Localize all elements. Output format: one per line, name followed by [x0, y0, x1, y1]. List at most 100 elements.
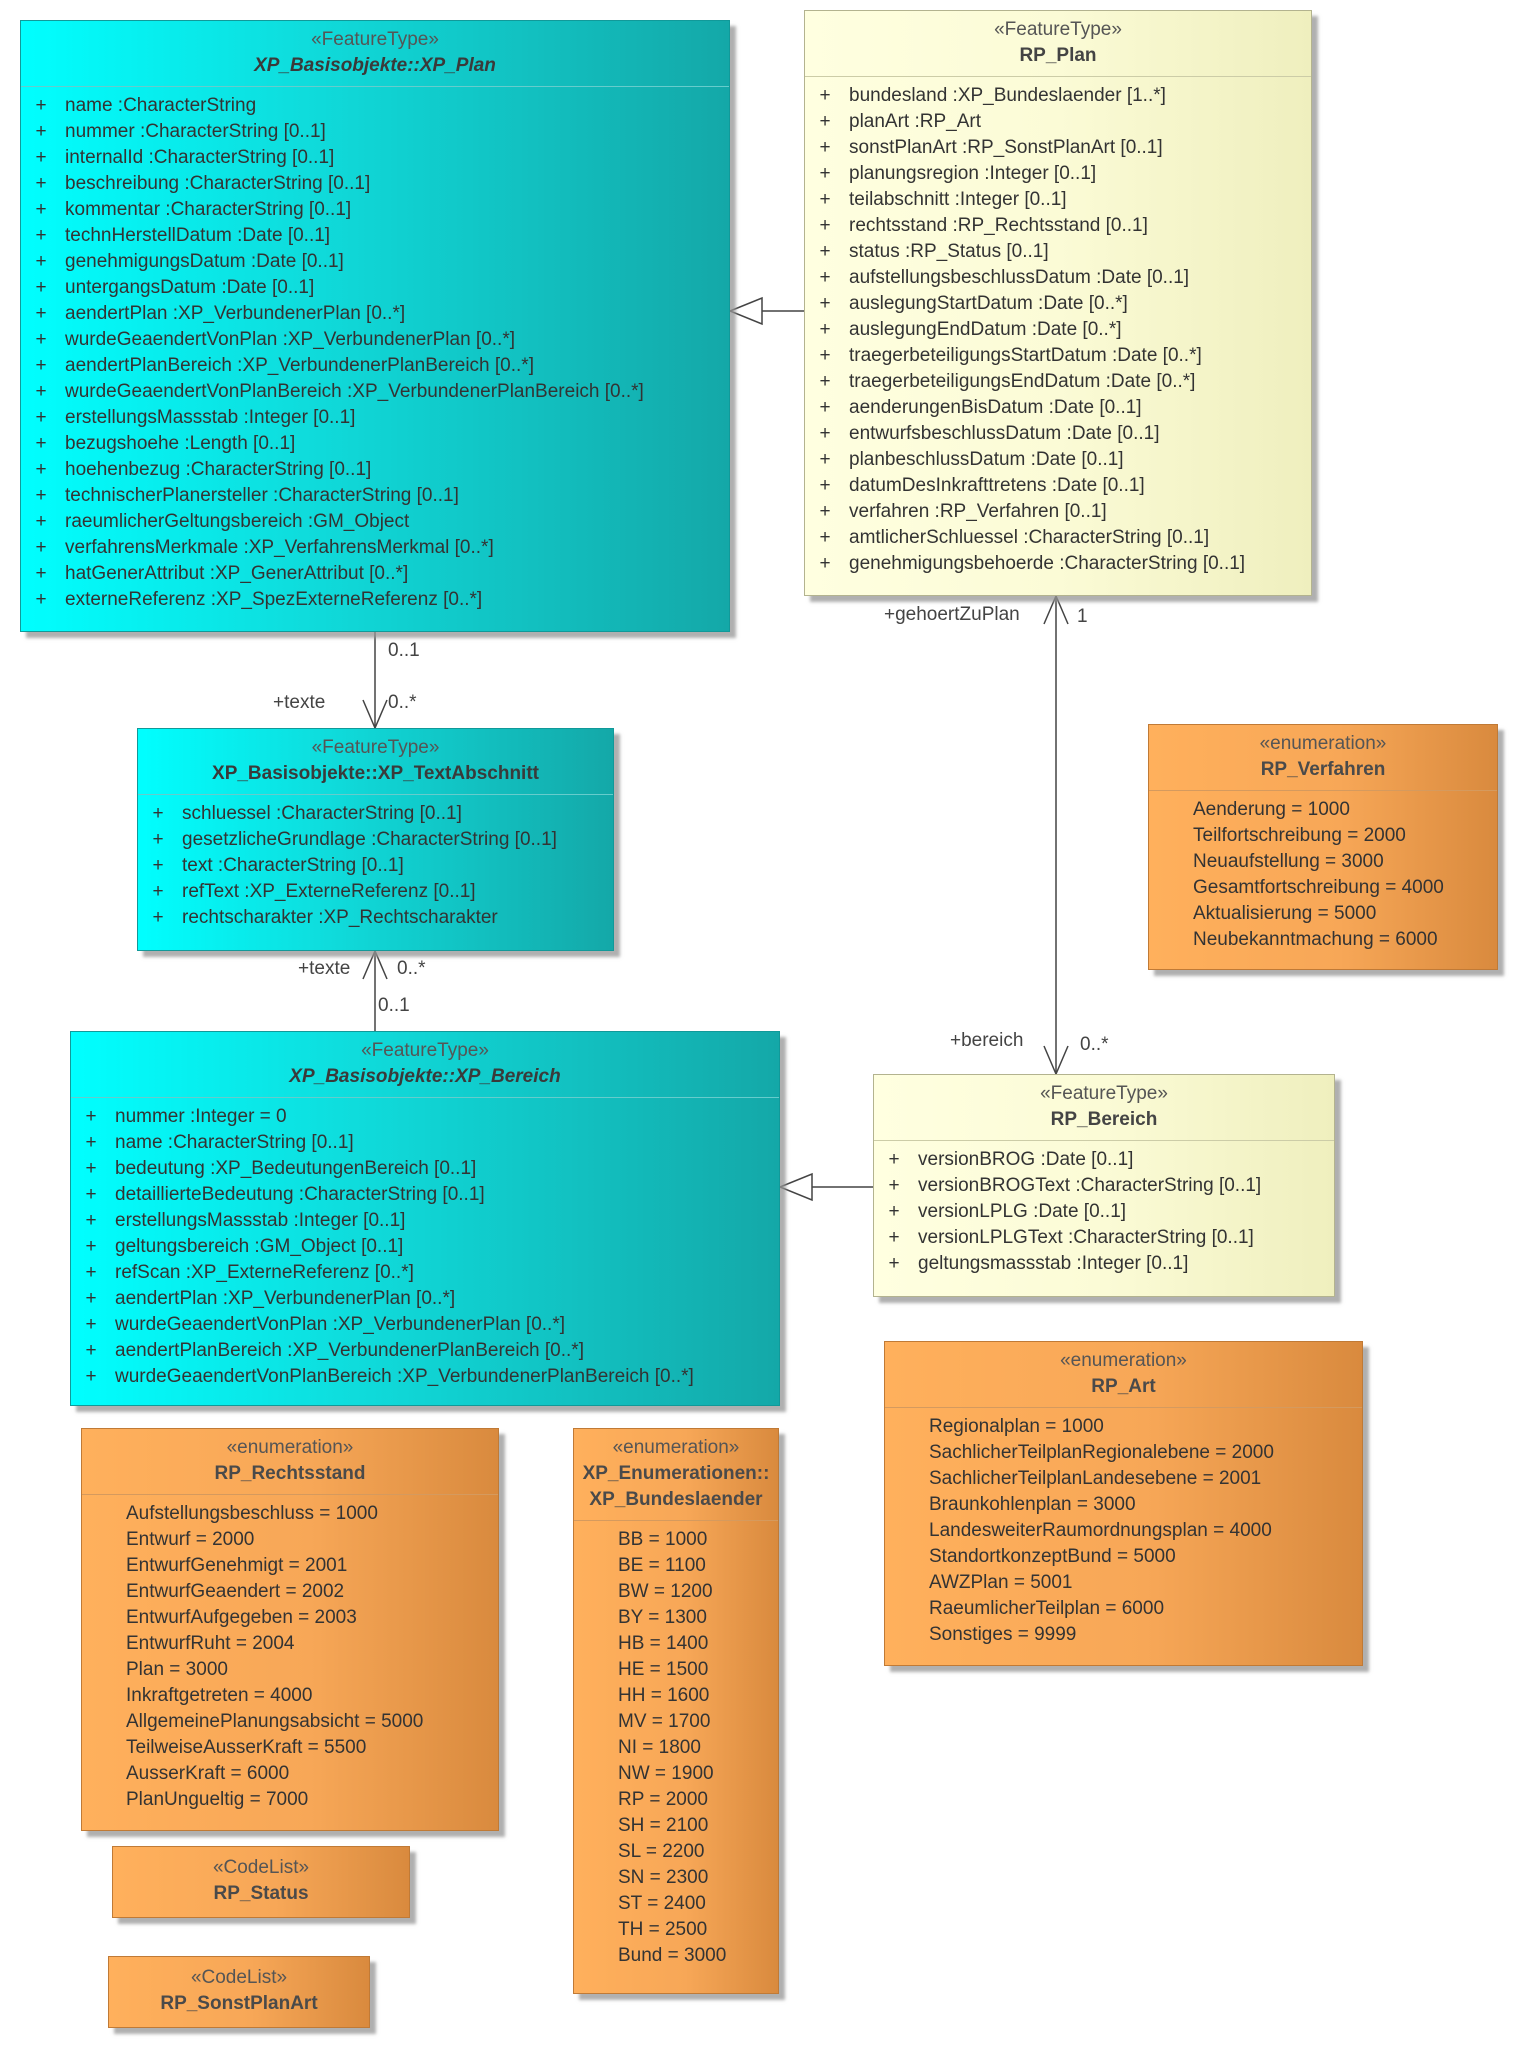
- codelist-rp-sonstplanart[interactable]: «CodeList» RP_SonstPlanArt: [108, 1956, 370, 2028]
- enum-literal: HH = 1600: [618, 1685, 710, 1706]
- enum-name: RP_Rechtsstand: [214, 1463, 366, 1484]
- attribute-row: +nummer :Integer = 0: [85, 1106, 287, 1127]
- enum-literal: NW = 1900: [618, 1763, 714, 1784]
- attribute-row: +datumDesInkrafttretens :Date [0..1]: [819, 475, 1145, 496]
- attribute-row: +versionBROGText :CharacterString [0..1]: [888, 1175, 1262, 1196]
- enum-literal: SH = 2100: [618, 1815, 709, 1836]
- enum-literal: EntwurfRuht = 2004: [126, 1633, 295, 1654]
- attribute-row: +planbeschlussDatum :Date [0..1]: [819, 449, 1124, 470]
- attribute-row: +refScan :XP_ExterneReferenz [0..*]: [85, 1262, 414, 1283]
- enum-literal: Sonstiges = 9999: [929, 1624, 1077, 1645]
- association-bereich-texte: [362, 949, 388, 1031]
- class-xp-textabschnitt[interactable]: «FeatureType» XP_Basisobjekte::XP_TextAb…: [137, 728, 614, 951]
- attribute-row: +sonstPlanArt :RP_SonstPlanArt [0..1]: [819, 137, 1163, 158]
- attribute-row: +planungsregion :Integer [0..1]: [819, 163, 1097, 184]
- attribute-row: +genehmigungsDatum :Date [0..1]: [35, 251, 344, 272]
- stereotype-label: «FeatureType»: [1040, 1083, 1168, 1104]
- enum-literal: MV = 1700: [618, 1711, 711, 1732]
- enum-name: RP_Art: [1091, 1376, 1156, 1397]
- stereotype-label: «CodeList»: [190, 1967, 288, 1988]
- attribute-row: +kommentar :CharacterString [0..1]: [35, 199, 352, 220]
- enum-rp-verfahren[interactable]: «enumeration» RP_Verfahren Aenderung = 1…: [1148, 724, 1498, 970]
- stereotype-label: «enumeration»: [1259, 733, 1387, 754]
- literal-list: BB = 1000 BE = 1100 BW = 1200 BY = 1300 …: [574, 1520, 778, 1973]
- enum-xp-bundeslaender[interactable]: «enumeration» XP_Enumerationen:: XP_Bund…: [573, 1428, 779, 1994]
- enum-literal: AWZPlan = 5001: [929, 1572, 1073, 1593]
- class-rp-bereich[interactable]: «FeatureType» RP_Bereich +versionBROG :D…: [873, 1074, 1335, 1297]
- attribute-row: +aendertPlanBereich :XP_VerbundenerPlanB…: [85, 1340, 584, 1361]
- attribute-row: +erstellungsMassstab :Integer [0..1]: [35, 407, 356, 428]
- enum-literal: SachlicherTeilplanRegionalebene = 2000: [929, 1442, 1274, 1463]
- stereotype-label: «FeatureType»: [994, 19, 1122, 40]
- attribute-row: +verfahren :RP_Verfahren [0..1]: [819, 501, 1107, 522]
- attribute-row: +verfahrensMerkmale :XP_VerfahrensMerkma…: [35, 537, 494, 558]
- attribute-row: +gesetzlicheGrundlage :CharacterString […: [152, 829, 557, 850]
- attribute-row: +aendertPlan :XP_VerbundenerPlan [0..*]: [35, 303, 406, 324]
- generalization-rp-bereich-to-xp-bereich: [778, 1172, 873, 1202]
- stereotype-label: «enumeration»: [612, 1437, 740, 1458]
- attribute-row: +aufstellungsbeschlussDatum :Date [0..1]: [819, 267, 1190, 288]
- attribute-row: +auslegungEndDatum :Date [0..*]: [819, 319, 1122, 340]
- enum-literal: RP = 2000: [618, 1789, 708, 1810]
- attribute-row: +versionLPLG :Date [0..1]: [888, 1201, 1127, 1222]
- attribute-row: +internalId :CharacterString [0..1]: [35, 147, 335, 168]
- enum-literal: Entwurf = 2000: [126, 1529, 255, 1550]
- enum-rp-rechtsstand[interactable]: «enumeration» RP_Rechtsstand Aufstellung…: [81, 1428, 499, 1831]
- attribute-row: +bundesland :XP_Bundeslaender [1..*]: [819, 85, 1166, 106]
- enum-literal: PlanUngueltig = 7000: [126, 1789, 309, 1810]
- role-label-plan-texte: +texte: [273, 692, 326, 713]
- attribute-row: +teilabschnitt :Integer [0..1]: [819, 189, 1067, 210]
- attribute-row: +bedeutung :XP_BedeutungenBereich [0..1]: [85, 1158, 477, 1179]
- attribute-row: +hoehenbezug :CharacterString [0..1]: [35, 459, 372, 480]
- stereotype-label: «FeatureType»: [311, 29, 439, 50]
- generalization-rp-plan-to-xp-plan: [728, 296, 804, 326]
- class-xp-plan[interactable]: «FeatureType» XP_Basisobjekte::XP_Plan +…: [20, 20, 730, 632]
- attribute-row: +technHerstellDatum :Date [0..1]: [35, 225, 331, 246]
- role-label-bereich-texte: +texte: [298, 958, 351, 979]
- enum-literal: Aufstellungsbeschluss = 1000: [126, 1503, 378, 1524]
- enum-literal: Inkraftgetreten = 4000: [126, 1685, 313, 1706]
- enum-name-line1: XP_Enumerationen::: [582, 1463, 770, 1484]
- attribute-list: +bundesland :XP_Bundeslaender [1..*] +pl…: [805, 76, 1311, 581]
- codelist-rp-status[interactable]: «CodeList» RP_Status: [112, 1846, 410, 1918]
- enum-name-line2: XP_Bundeslaender: [589, 1489, 763, 1510]
- class-name: XP_Basisobjekte::XP_Bereich: [289, 1066, 561, 1087]
- enum-literal: HE = 1500: [618, 1659, 709, 1680]
- class-xp-bereich[interactable]: «FeatureType» XP_Basisobjekte::XP_Bereic…: [70, 1031, 780, 1406]
- attribute-row: +aendertPlan :XP_VerbundenerPlan [0..*]: [85, 1288, 456, 1309]
- enum-literal: HB = 1400: [618, 1633, 709, 1654]
- enum-name: RP_Verfahren: [1260, 759, 1386, 780]
- class-rp-plan[interactable]: «FeatureType» RP_Plan +bundesland :XP_Bu…: [804, 10, 1312, 596]
- attribute-row: +versionLPLGText :CharacterString [0..1]: [888, 1227, 1254, 1248]
- literal-list: Aenderung = 1000 Teilfortschreibung = 20…: [1149, 790, 1497, 957]
- enum-literal: StandortkonzeptBund = 5000: [929, 1546, 1176, 1567]
- enum-literal: TH = 2500: [618, 1919, 708, 1940]
- attribute-row: +planArt :RP_Art: [819, 111, 981, 132]
- stereotype-label: «enumeration»: [1060, 1350, 1187, 1371]
- attribute-row: +genehmigungsbehoerde :CharacterString […: [819, 553, 1246, 574]
- literal-list: Regionalplan = 1000 SachlicherTeilplanRe…: [885, 1407, 1362, 1652]
- multiplicity-bereich-many: 0..*: [1080, 1034, 1109, 1055]
- multiplicity-plan-one: 1: [1077, 606, 1088, 627]
- enum-literal: Neuaufstellung = 3000: [1193, 851, 1384, 872]
- enum-literal: RaeumlicherTeilplan = 6000: [929, 1598, 1165, 1619]
- enum-literal: Neubekanntmachung = 6000: [1193, 929, 1438, 950]
- enum-literal: EntwurfAufgegeben = 2003: [126, 1607, 357, 1628]
- attribute-row: +erstellungsMassstab :Integer [0..1]: [85, 1210, 406, 1231]
- attribute-row: +traegerbeteiligungsStartDatum :Date [0.…: [819, 345, 1202, 366]
- enum-rp-art[interactable]: «enumeration» RP_Art Regionalplan = 1000…: [884, 1341, 1363, 1666]
- role-label-bereich: +bereich: [950, 1030, 1024, 1051]
- attribute-row: +name :CharacterString [0..1]: [85, 1132, 354, 1153]
- attribute-list: +name :CharacterString +nummer :Characte…: [21, 86, 729, 617]
- enum-literal: EntwurfGenehmigt = 2001: [126, 1555, 348, 1576]
- enum-literal: Plan = 3000: [126, 1659, 228, 1680]
- codelist-name: RP_Status: [213, 1883, 309, 1904]
- attribute-row: +geltungsbereich :GM_Object [0..1]: [85, 1236, 404, 1257]
- enum-literal: LandesweiterRaumordnungsplan = 4000: [929, 1520, 1272, 1541]
- enum-literal: AllgemeinePlanungsabsicht = 5000: [126, 1711, 424, 1732]
- attribute-row: +text :CharacterString [0..1]: [152, 855, 404, 876]
- attribute-list: +versionBROG :Date [0..1] +versionBROGTe…: [874, 1140, 1334, 1281]
- attribute-row: +wurdeGeaendertVonPlanBereich :XP_Verbun…: [85, 1366, 694, 1387]
- attribute-row: +traegerbeteiligungsEndDatum :Date [0..*…: [819, 371, 1196, 392]
- enum-literal: Aenderung = 1000: [1193, 799, 1350, 820]
